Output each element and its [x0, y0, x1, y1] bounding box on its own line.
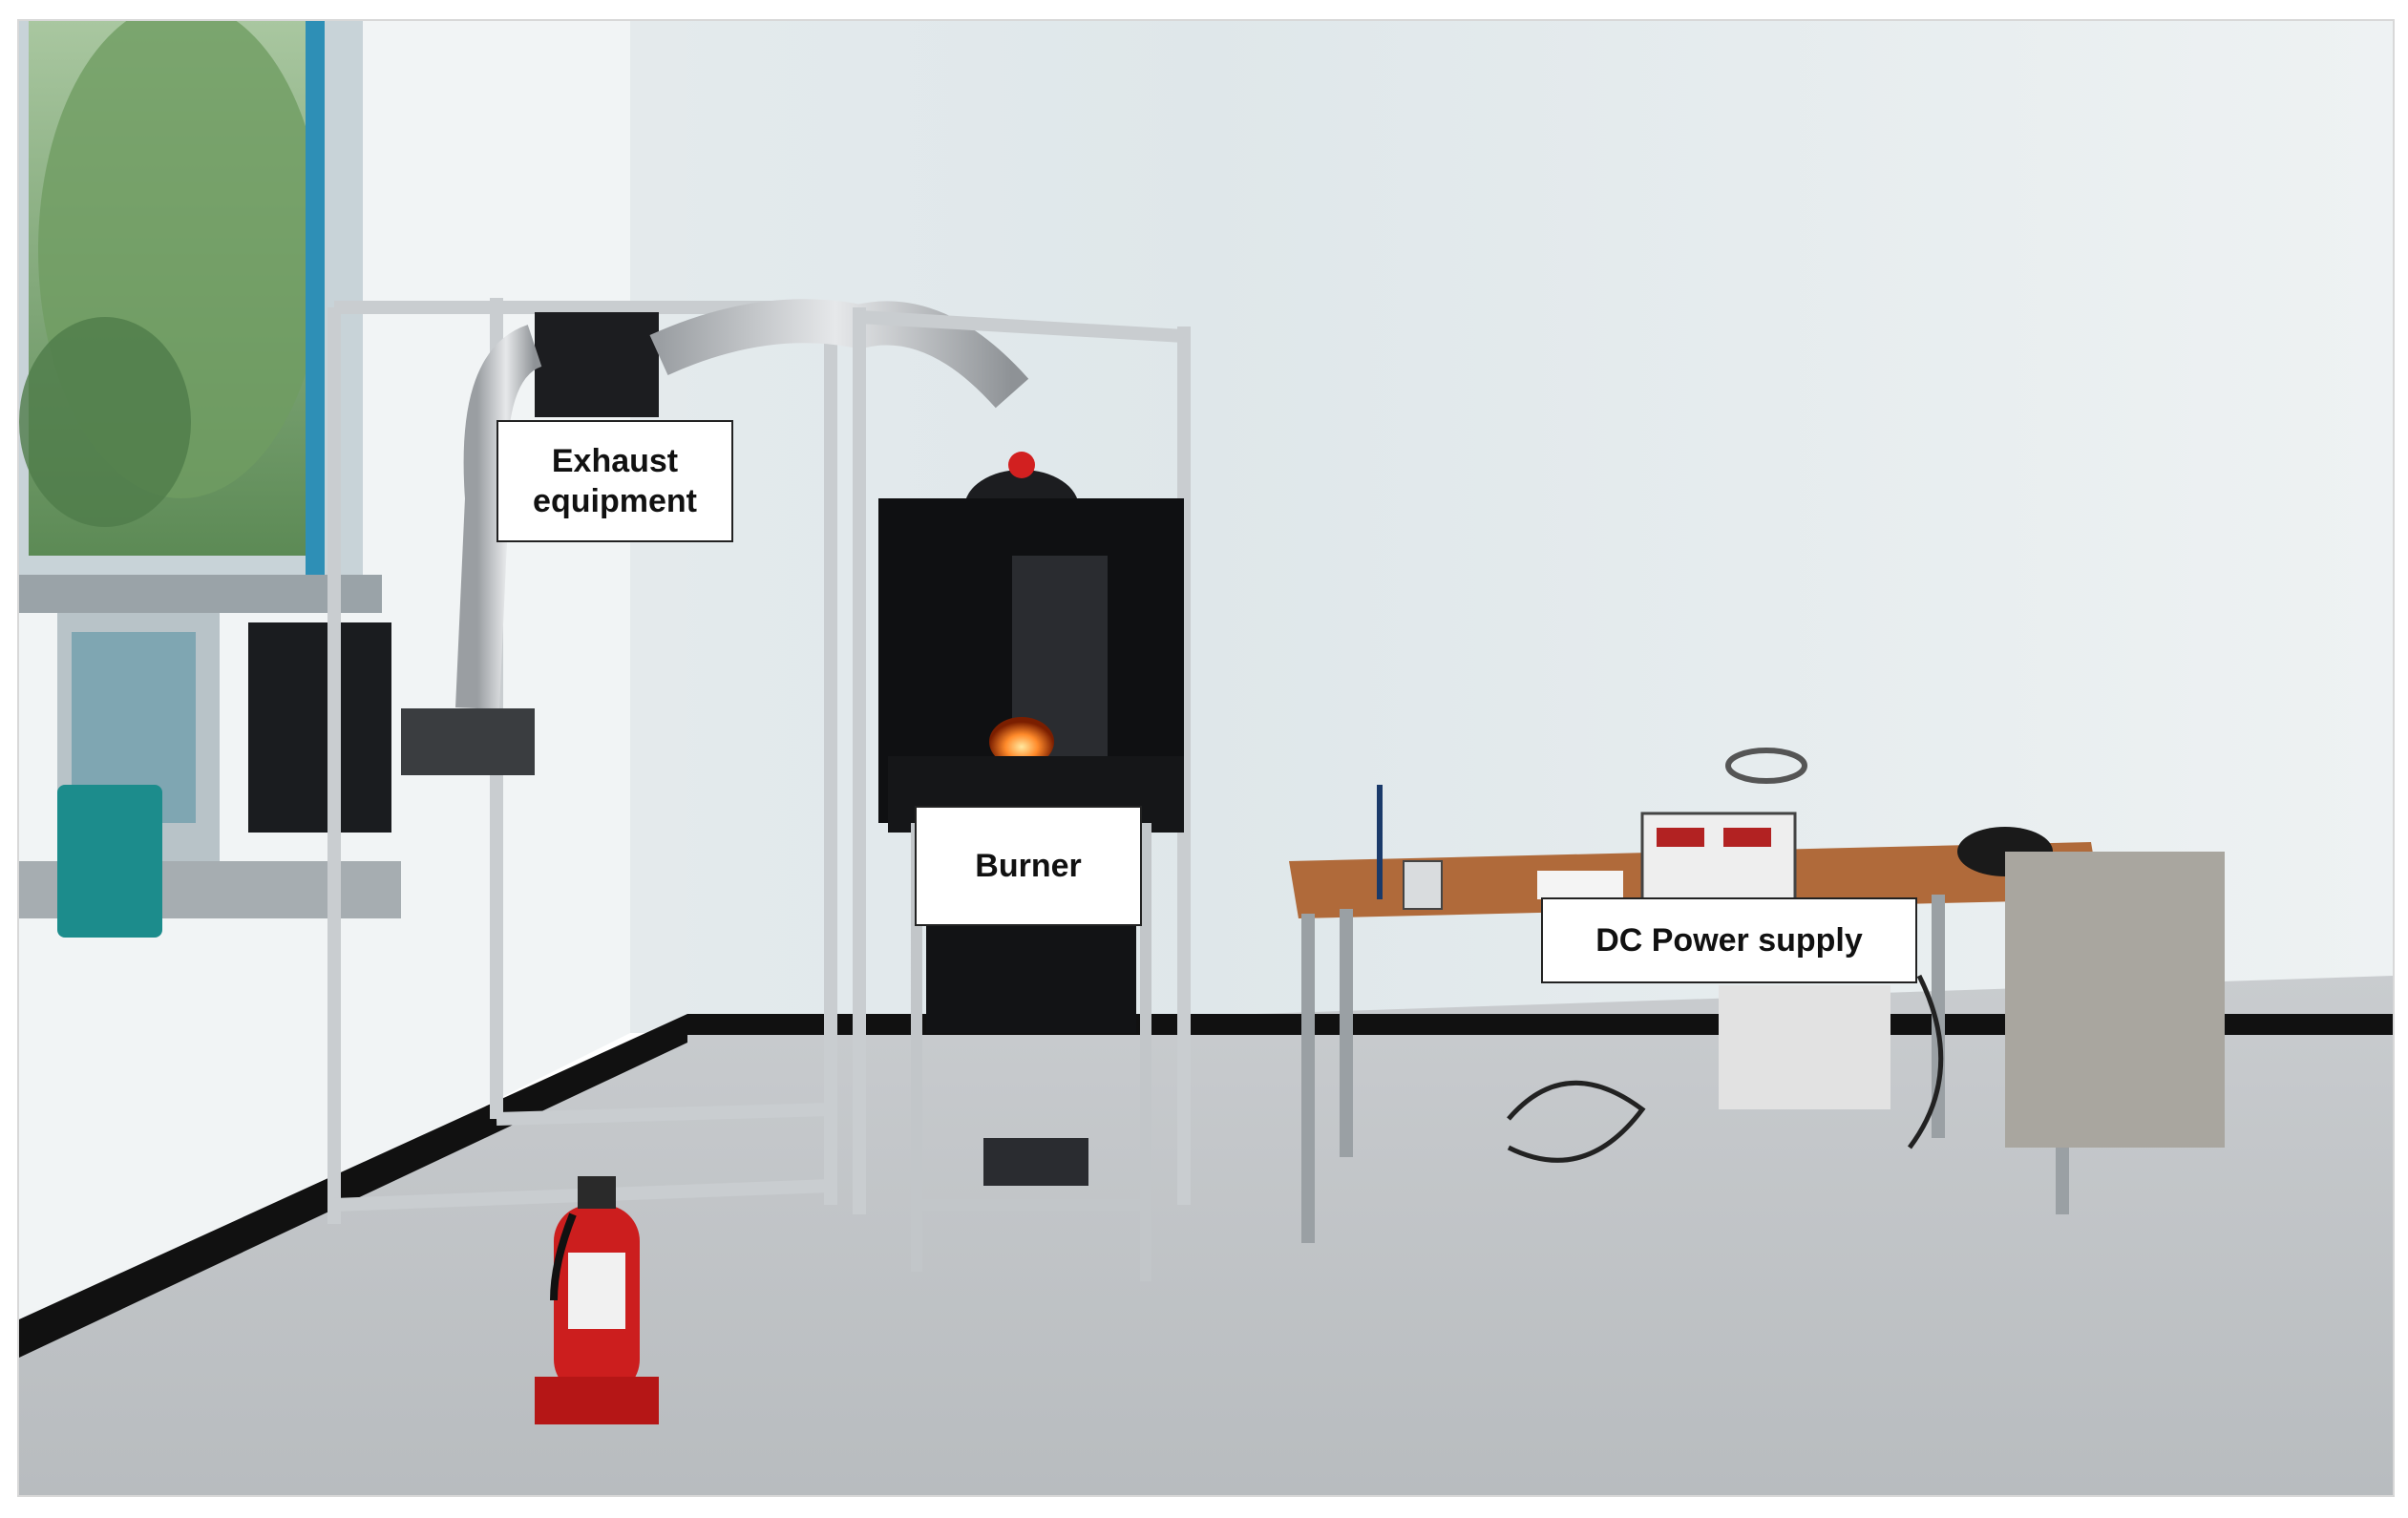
cables	[1507, 974, 1944, 1163]
power-supply-display-2	[1723, 828, 1771, 847]
window-mullion	[306, 21, 325, 575]
burner-label: Burner	[915, 806, 1142, 926]
burner-flame	[989, 717, 1054, 767]
extinguisher-hose	[550, 1212, 577, 1301]
extinguisher-label	[568, 1253, 625, 1329]
power-supply-display	[1657, 828, 1704, 847]
lab-scene	[19, 21, 2393, 1495]
lab-photo: Exhaust equipment Burner DC Power supply	[17, 19, 2395, 1497]
handwheel	[1725, 748, 1807, 784]
paper-sheet	[1537, 871, 1623, 899]
exhaust-frame	[327, 298, 837, 1224]
baseboard-left	[19, 1014, 687, 1358]
white-cabinet	[1719, 985, 1890, 1109]
lower-window-dark	[248, 622, 391, 833]
dc-power-supply-label: DC Power supply	[1541, 897, 1917, 983]
hood-red-cap	[1008, 452, 1035, 478]
tree-foliage-2	[19, 317, 191, 527]
teal-bag	[57, 785, 162, 938]
burner-shelf	[926, 909, 1136, 1033]
duct-hood	[401, 708, 535, 775]
window-sill	[19, 575, 382, 613]
burner-lower-unit	[983, 1138, 1088, 1186]
meter-device	[1403, 860, 1443, 910]
duct-left	[455, 325, 543, 710]
extinguisher-valve	[578, 1176, 616, 1209]
extinguisher-base	[535, 1377, 659, 1424]
gray-cabinet	[2005, 852, 2225, 1148]
exhaust-fan	[535, 312, 659, 417]
power-supply-unit	[1640, 812, 1797, 901]
exhaust-equipment-label: Exhaust equipment	[496, 420, 733, 542]
